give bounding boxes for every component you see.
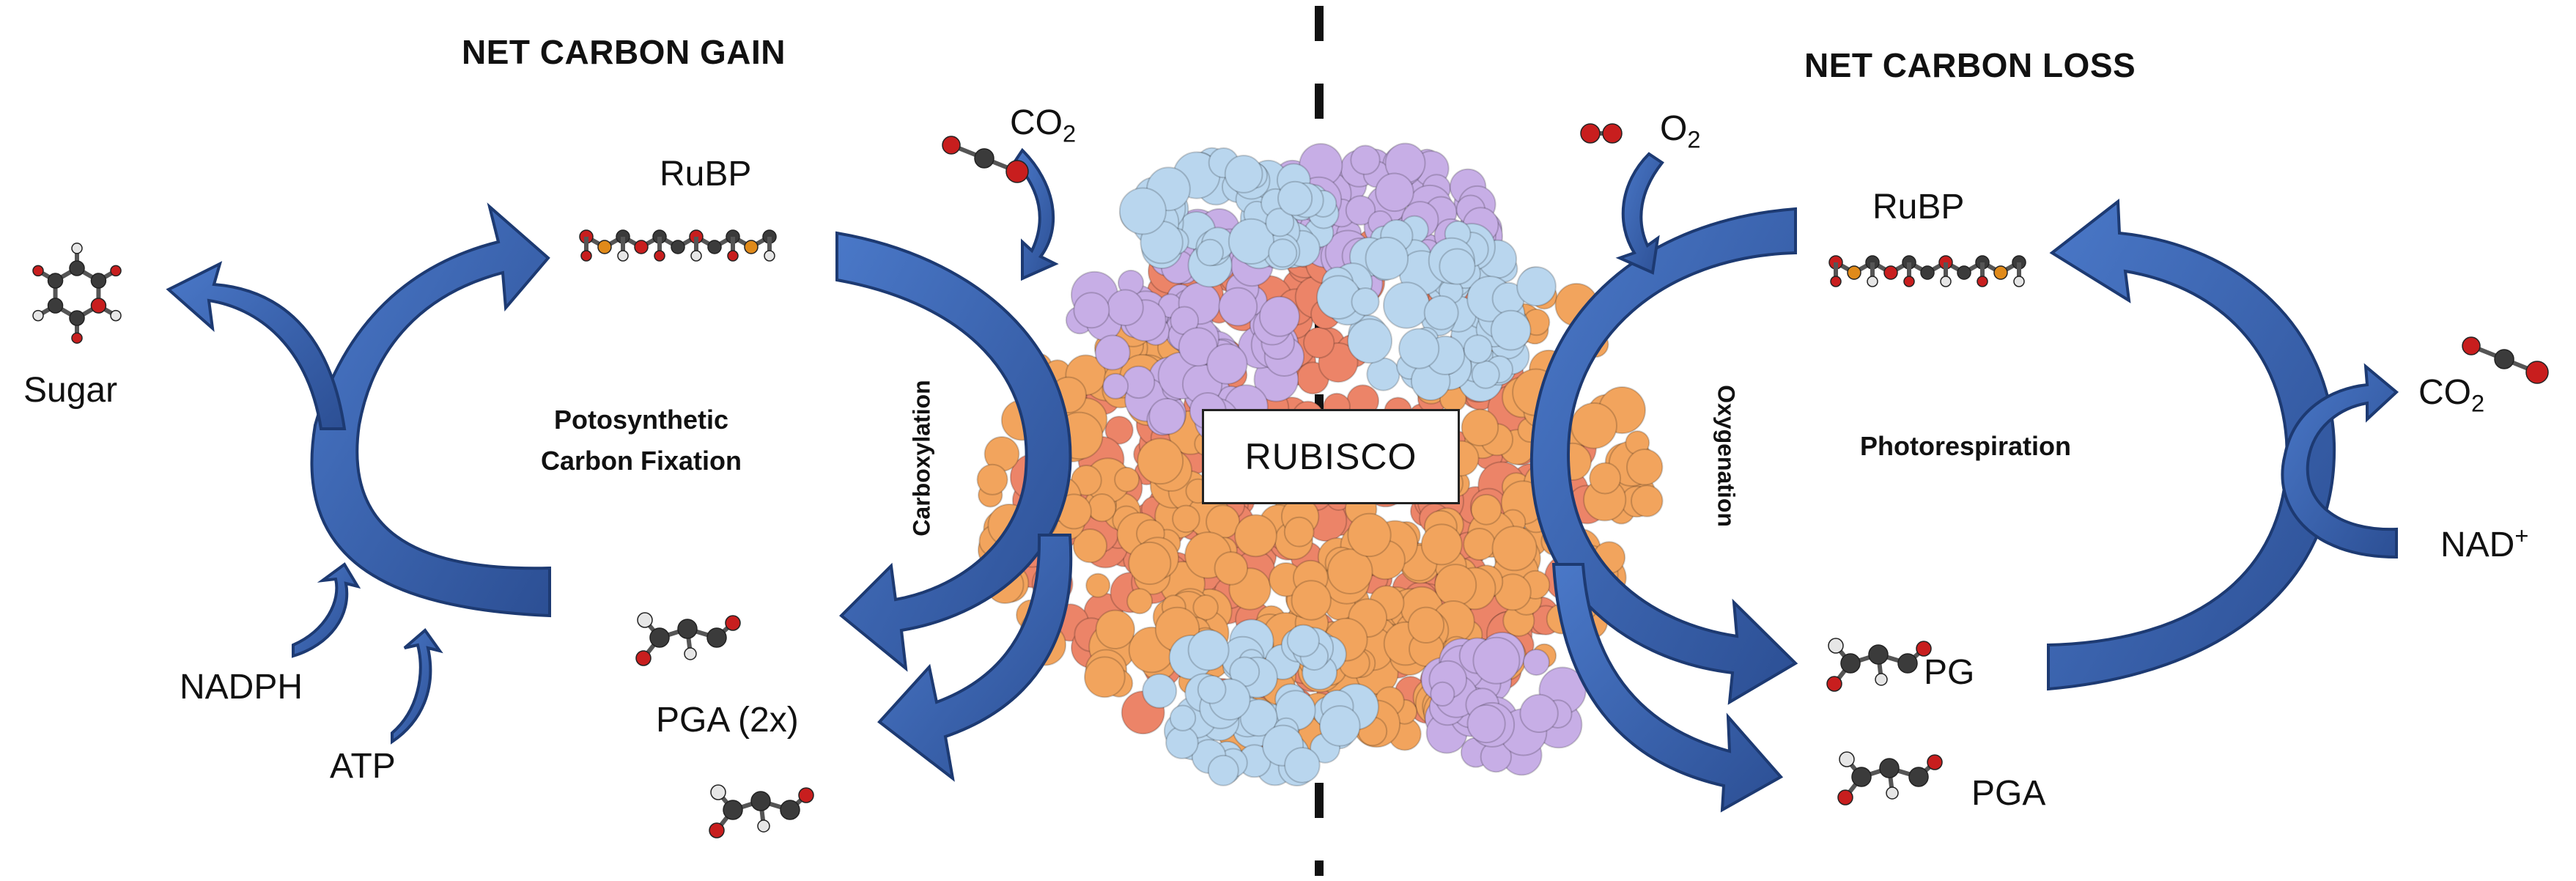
left-co2-molecule — [942, 136, 1029, 183]
protein-domain — [1420, 631, 1587, 776]
right-co2-text: CO — [2418, 373, 2471, 412]
left-cycle-arrows — [166, 202, 551, 745]
left-co2-text: CO — [1010, 103, 1063, 142]
co2-release-arrow — [2281, 363, 2399, 559]
pga-output-arrow — [1551, 563, 1784, 813]
right-co2-label: CO2 — [2418, 372, 2484, 418]
right-pga-label: PGA — [1971, 774, 2046, 813]
co2-input-arrow — [1013, 147, 1059, 281]
protein-domain — [1316, 215, 1557, 402]
rubisco-label-box: RUBISCO — [1202, 409, 1460, 504]
nad-label: NAD+ — [2440, 522, 2528, 565]
o2-label: O2 — [1660, 108, 1701, 154]
left-cycle-main-arrow — [310, 202, 551, 618]
pg-label: PG — [1924, 653, 1975, 692]
sugar-output-arrow — [166, 261, 347, 430]
photorespiration-label: Photorespiration — [1860, 431, 2072, 461]
pg-molecule — [1826, 638, 1932, 692]
photorespiration-cycle-arrow — [2047, 199, 2336, 691]
sugar-label: Sugar — [23, 371, 118, 410]
rubisco-label: RUBISCO — [1244, 436, 1417, 477]
o2-subscript: 2 — [1687, 125, 1701, 153]
right-co2-subscript: 2 — [2471, 389, 2485, 417]
net-carbon-loss-heading: NET CARBON LOSS — [1804, 46, 2136, 84]
left-co2-subscript: 2 — [1063, 119, 1077, 147]
right-cycle-arrows — [2047, 199, 2399, 691]
nadph-label: NADPH — [180, 668, 303, 707]
nad-superscript: + — [2514, 522, 2529, 549]
protein-domain — [1142, 619, 1379, 786]
carboxylation-arrows — [835, 147, 1073, 782]
left-pga-molecule-top — [635, 612, 741, 666]
sugar-molecule — [32, 243, 122, 344]
o2-molecule — [1580, 123, 1623, 144]
carbon-fixation-label: Potosynthetic Carbon Fixation — [541, 399, 742, 482]
carbon-fixation-line1: Potosynthetic — [553, 405, 729, 435]
left-pga-molecule-bottom — [709, 784, 814, 838]
rubp-to-pga-arrow — [835, 231, 1072, 672]
atp-label: ATP — [330, 747, 396, 786]
carbon-fixation-line2: Carbon Fixation — [541, 445, 742, 476]
rubp-to-pg-arrow — [1529, 207, 1798, 705]
net-carbon-gain-heading: NET CARBON GAIN — [462, 33, 786, 71]
protein-domain — [1118, 147, 1340, 288]
oxygenation-label: Oxygenation — [1713, 385, 1740, 527]
right-co2-molecule — [2462, 336, 2549, 384]
atp-input-arrow — [391, 628, 443, 745]
nadph-input-arrow — [292, 562, 361, 658]
nad-text: NAD — [2440, 526, 2515, 564]
right-pga-molecule — [1837, 751, 1943, 806]
second-pga-arrow — [877, 534, 1073, 782]
o2-text: O — [1660, 109, 1688, 148]
left-rubp-molecule — [579, 229, 777, 262]
left-pga-label: PGA (2x) — [656, 701, 799, 740]
oxygenation-arrows — [1529, 152, 1798, 813]
carboxylation-label: Carboxylation — [908, 380, 935, 537]
left-rubp-label: RuBP — [660, 155, 752, 193]
o2-input-arrow — [1615, 152, 1664, 275]
left-co2-label: CO2 — [1010, 103, 1076, 148]
right-rubp-label: RuBP — [1872, 188, 1965, 226]
right-rubp-molecule — [1828, 255, 2026, 287]
